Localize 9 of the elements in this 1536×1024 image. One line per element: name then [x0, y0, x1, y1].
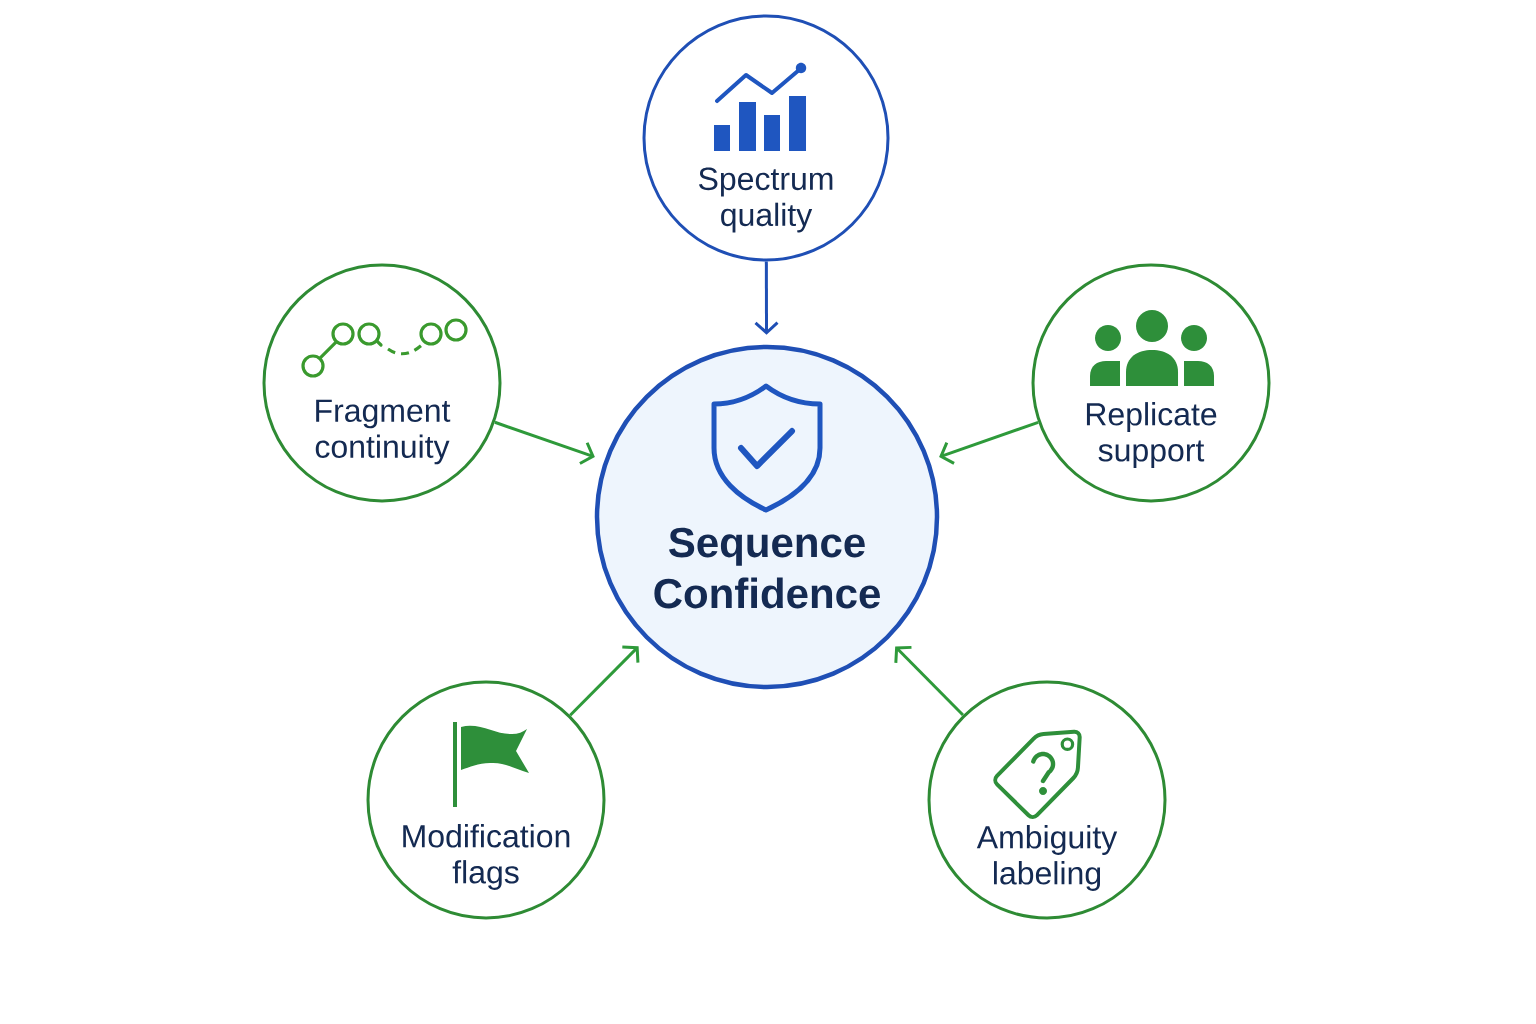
circle-node: Ambiguity labeling	[927, 680, 1167, 920]
arrow	[569, 645, 640, 717]
arrow	[494, 420, 595, 465]
arrow	[894, 645, 965, 717]
circle-node: Spectrum quality	[642, 14, 890, 262]
arrow	[939, 420, 1039, 465]
arrow	[754, 261, 779, 335]
circle-node: Fragment continuity	[262, 263, 502, 503]
circle-node: Modification flags	[366, 680, 606, 920]
